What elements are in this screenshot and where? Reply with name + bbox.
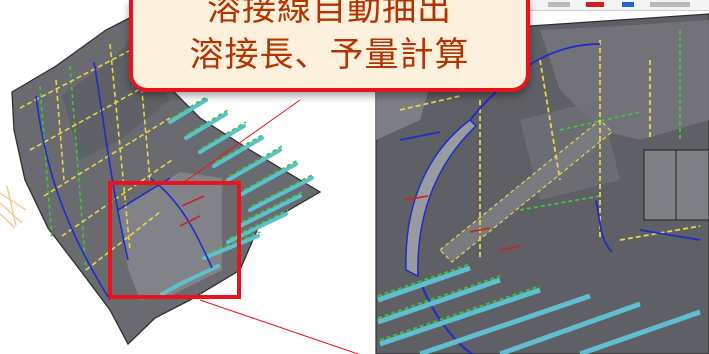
detail-floor-stiffeners [377, 265, 701, 354]
feature-callout: 溶接線自動抽出 溶接長、予量計算 [129, 0, 530, 92]
hull-inner-plate [118, 172, 222, 300]
detail-weld-blue [399, 43, 701, 253]
axis-grid-marker [0, 185, 27, 229]
selection-box[interactable] [108, 181, 241, 299]
left-stiffeners [160, 98, 314, 296]
toolbar-marker [548, 2, 570, 7]
callout-line-1: 溶接線自動抽出 [207, 0, 452, 29]
toolbar-marker-blue [622, 2, 634, 7]
detail-weld-red [403, 195, 521, 251]
detail-weld-green [377, 30, 681, 341]
callout-line-2: 溶接長、予量計算 [189, 35, 470, 75]
left-weld-red [179, 195, 205, 227]
app-toolbar-strip [530, 0, 709, 11]
zoom-connector [179, 99, 359, 354]
toolbar-marker-red [586, 2, 604, 7]
toolbar-marker [650, 2, 690, 7]
detail-diagonal-web [439, 119, 613, 263]
right-detail-view[interactable] [375, 13, 709, 354]
